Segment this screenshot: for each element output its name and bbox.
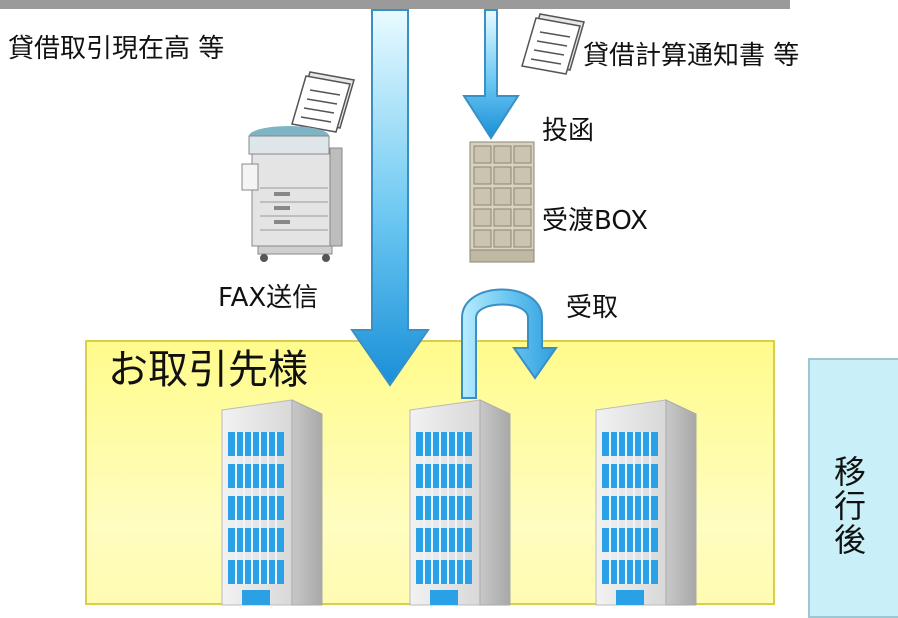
after-migration-label: 移 行 後: [830, 455, 870, 557]
building-icon: [409, 399, 511, 606]
notice-label: 貸借計算通知書 等: [583, 41, 800, 71]
u-turn-arrow-icon: [461, 288, 558, 399]
after-char-1: 移: [833, 453, 866, 491]
fax-label: FAX送信: [218, 283, 319, 313]
deposit-label: 投函: [542, 116, 595, 146]
client-label: お取引先様: [108, 347, 308, 393]
building-icon: [595, 399, 697, 606]
balance-label: 貸借取引現在高 等: [8, 34, 225, 64]
after-char-3: 後: [833, 521, 866, 559]
box-label: 受渡BOX: [542, 206, 648, 236]
receive-label: 受取: [566, 293, 619, 323]
document-icon: [291, 71, 355, 133]
document-icon: [521, 13, 585, 75]
fax-machine-icon: [241, 126, 343, 262]
notice-flow-arrow: [462, 9, 520, 140]
building-icon: [221, 399, 323, 606]
fax-flow-arrow: [350, 9, 430, 387]
top-frame-edge: [0, 0, 790, 9]
mailbox-locker-icon: [469, 141, 535, 263]
after-char-2: 行: [833, 487, 866, 525]
